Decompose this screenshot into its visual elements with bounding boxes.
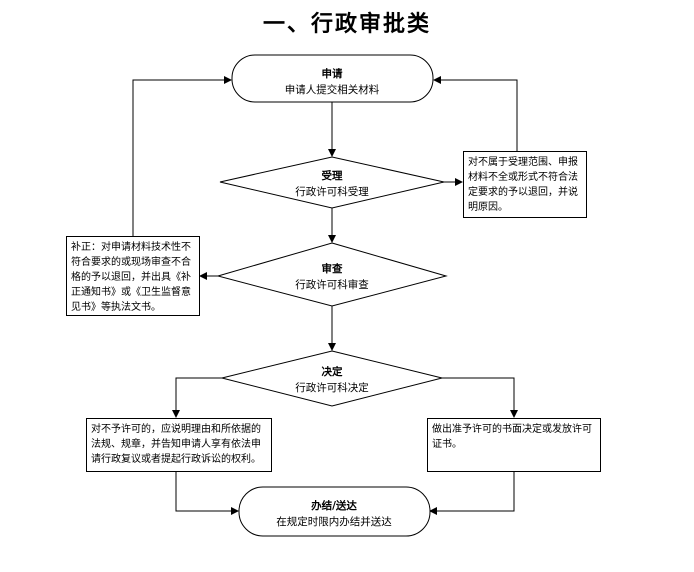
node-finish-title: 办结/送达 — [311, 499, 357, 512]
node-accept-text: 行政许可科受理 — [295, 185, 369, 198]
node-decide-title: 决定 — [322, 365, 343, 378]
terminal-finish — [238, 486, 431, 537]
terminal-apply — [231, 54, 434, 103]
arrow-approve-to-finish — [429, 472, 515, 515]
arrow-reject-note-to-apply — [433, 76, 518, 151]
diamond-decide — [221, 350, 443, 407]
arrow-supplement-to-apply — [132, 76, 232, 236]
arrow-decide-to-approve — [442, 377, 518, 418]
arrow-decide-to-deny — [172, 377, 222, 418]
node-apply-title: 申请 — [322, 67, 343, 80]
arrow-deny-to-finish — [175, 472, 239, 515]
node-finish-text: 在规定时限内办结并送达 — [276, 515, 392, 528]
node-accept-title: 受理 — [322, 169, 343, 182]
node-review-text: 行政许可科审查 — [295, 278, 369, 291]
node-decide-text: 行政许可科决定 — [295, 381, 369, 394]
diamond-accept — [219, 156, 445, 209]
note-approve: 做出准予许可的书面决定或发放许可证书。 — [427, 418, 601, 472]
note-supplement: 补正：对申请材料技术性不符合要求的或现场审查不合格的予以退回，并出具《补正通知书… — [66, 236, 200, 316]
diamond-review — [216, 242, 448, 307]
note-reject-scope: 对不属于受理范围、申报材料不全或形式不符合法定要求的予以退回，并说明原因。 — [463, 151, 587, 218]
page-title: 一、行政审批类 — [262, 11, 431, 37]
node-apply-text: 申请人提交相关材料 — [285, 83, 380, 96]
note-deny: 对不予许可的，应说明理由和所依据的法规、规章，并告知申请人享有依法申请行政复议或… — [86, 418, 272, 472]
node-review-title: 审查 — [322, 262, 343, 275]
